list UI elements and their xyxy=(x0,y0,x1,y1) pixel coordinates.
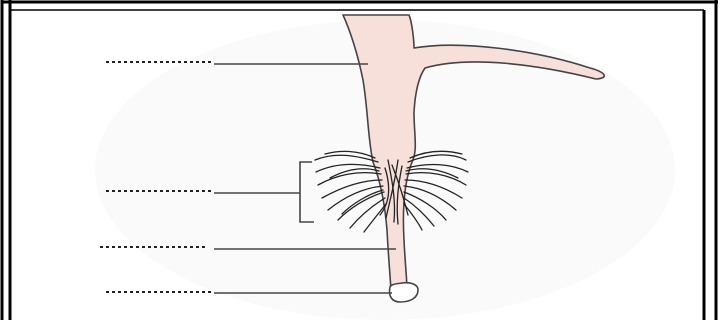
root-cap xyxy=(389,283,418,302)
